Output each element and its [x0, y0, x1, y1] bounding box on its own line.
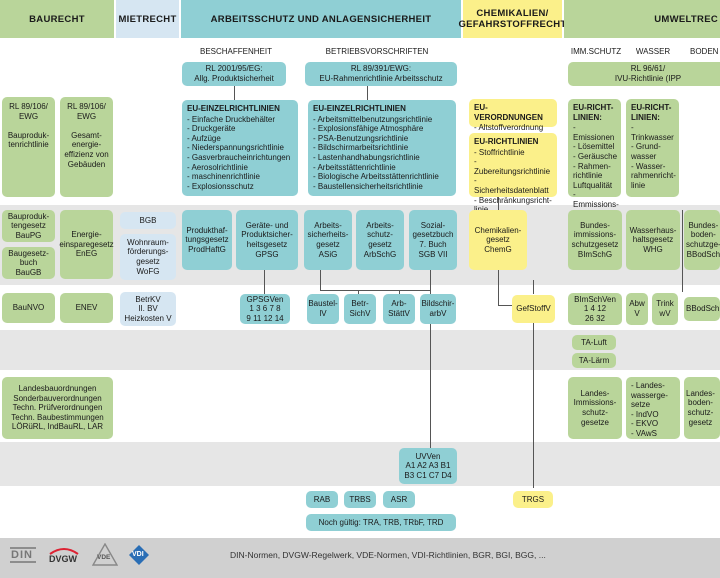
vdi-logo-icon: VDI — [128, 544, 150, 571]
bbodschg-box: Bundes- boden- schutzge- BBodSch — [684, 210, 720, 270]
asig-box: Arbeits- sicherheits- gesetz ASiG — [304, 210, 352, 270]
footer-norms-text: DIN-Normen, DVGW-Regelwerk, VDE-Normen, … — [230, 550, 546, 560]
eu-einzel-title: EU-EINZELRICHTLINIEN — [187, 104, 280, 113]
enev-box: ENEV — [60, 293, 113, 323]
directive-rl9661-box: RL 96/61/ IVU-Richtlinie (IPP — [568, 62, 720, 86]
energieeinsparegesetz-box: Energie- einsparegesetz EnEG — [59, 210, 114, 279]
connector-line — [358, 290, 359, 296]
header-chemikalien: CHEMIKALIEN/ GEFAHRSTOFFRECHT — [458, 0, 566, 38]
eu-richtlinien-chem-box: EU-RICHTLINIEN- Stoffrichtlinie - Zubere… — [469, 133, 557, 214]
bimschg-box: Bundes- immissions- schutzgesetz BImSchG — [568, 210, 622, 270]
baugesetzbuch-box: Baugesetz- buch BauGB — [2, 247, 55, 279]
gpsg-box: Geräte- und Produktsicher- heitsgesetz G… — [236, 210, 298, 270]
header-arbeitsschutz: ARBEITSSCHUTZ UND ANLAGENSICHERHEIT — [181, 0, 461, 38]
eu-verordnungen-box: EU-VERORDNUNGEN- Altstoffverordnung — [469, 99, 557, 132]
connector-line — [234, 86, 235, 100]
eu-richtlinien-items: - Emissionen - Lösemittel - Geräusche - … — [573, 123, 619, 218]
ta-laerm-box: TA-Lärm — [572, 353, 616, 368]
connector-line — [399, 290, 400, 296]
connector-line — [533, 280, 534, 294]
rl-106-energie-box: RL 89/106/ EWG Gesamt- energie- effizien… — [60, 97, 113, 197]
subheader-immschutz: IMM.SCHUTZ — [570, 47, 622, 56]
asr-box: ASR — [383, 491, 415, 508]
landes-boden-box: Landes- boden- schutz- gesetz — [684, 377, 720, 439]
bbodschv-box: BBodSch — [684, 297, 720, 321]
eu-richtlinien-title: EU-RICHTLINIEN — [474, 137, 539, 146]
subheader-wasser: WASSER — [635, 47, 671, 56]
din-logo-text: DIN — [11, 549, 33, 561]
connector-line — [320, 290, 430, 291]
connector-line — [367, 86, 368, 100]
noch-gueltig-box: Noch gültig: TRA, TRB, TRbF, TRD — [306, 514, 456, 531]
subheader-betriebsvorschriften: BETRIEBSVORSCHRIFTEN — [325, 47, 429, 56]
eu-richtlinien-items: - Stoffrichtlinie - Zubereitungsrichtlin… — [474, 147, 552, 215]
trbs-box: TRBS — [344, 491, 376, 508]
connector-line — [264, 270, 265, 294]
eu-richtlinien-title: EU-RICHT- LINIEN: — [573, 103, 614, 122]
gpsgven-box: GPSGVen 1 3 6 7 8 9 11 12 14 — [240, 294, 290, 324]
eu-einzel-items: - Einfache Druckbehälter - Druckgeräte -… — [187, 114, 291, 191]
subheader-boden: BODEN — [690, 47, 719, 56]
band-row-uvv — [0, 442, 720, 486]
arbstattv-box: Arb- StättV — [383, 294, 415, 324]
baunvo-box: BauNVO — [2, 293, 55, 323]
betrkv-box: BetrKV II. BV Heizkosten V — [120, 292, 176, 326]
landesbauordnungen-box: Landesbauordnungen Sonderbauverordnungen… — [2, 377, 113, 439]
dvgw-logo-text: DVGW — [49, 554, 77, 564]
eu-richtlinien-items: - Trinkwasser - Grund- wasser - Wasser- … — [631, 123, 676, 190]
prodhaftg-box: Produkthaf- tungsgesetz ProdHaftG — [182, 210, 232, 270]
footer-bar — [0, 538, 720, 578]
whg-box: Wasserhaus- haltsgesetz WHG — [626, 210, 680, 270]
landes-wasser-box: - Landes- wasserge- setze - IndVO - EKVO… — [626, 377, 680, 439]
gefstoffv-box: GefStoffV — [512, 295, 555, 323]
subheader-beschaffenheit: BESCHAFFENHEIT — [199, 47, 272, 56]
connector-line — [320, 270, 321, 290]
connector-line — [682, 210, 683, 292]
vde-logo-icon: VDE — [91, 542, 119, 572]
ta-luft-box: TA-Luft — [572, 335, 616, 350]
eu-verordnungen-items: - Altstoffverordnung — [474, 123, 544, 133]
landes-immissionsschutz-box: Landes- Immissions- schutz- gesetze — [568, 377, 622, 439]
uvven-box: UVVen A1 A2 A3 B1 B3 C1 C7 D4 — [399, 448, 457, 484]
baustellv-box: Baustel- lV — [307, 294, 339, 324]
vde-logo-text: VDE — [97, 554, 111, 561]
sgb-vii-box: Sozial- gesetzbuch 7. Buch SGB VII — [409, 210, 457, 270]
bimschven-box: BImSchVen 1 4 12 26 32 — [568, 293, 622, 325]
header-mietrecht: MIETRECHT — [116, 0, 179, 38]
chemg-box: Chemikalien- gesetz ChemG — [469, 210, 527, 270]
eu-einzel-title: EU-EINZELRICHTLINIEN — [313, 104, 406, 113]
bauproduktengesetz-box: Bauproduk- tengesetz BauPG — [2, 210, 55, 242]
eu-richtlinien-wasser-box: EU-RICHT- LINIEN:- Trinkwasser - Grund- … — [626, 99, 679, 197]
header-baurecht: BAURECHT — [0, 0, 114, 38]
arbschg-box: Arbeits- schutz- gesetz ArbSchG — [356, 210, 404, 270]
trgs-box: TRGS — [513, 491, 553, 508]
abwv-box: Abw V — [626, 293, 648, 325]
eu-einzelrichtlinien-betrieb-box: EU-EINZELRICHTLINIEN- Arbeitsmittelbenut… — [308, 100, 456, 196]
betrsichv-box: Betr- SichV — [344, 294, 376, 324]
eu-verordnungen-title: EU-VERORDNUNGEN — [474, 103, 543, 122]
rl-106-bauprodukte-box: RL 89/106/ EWG Bauproduk- tenrichtlinie — [2, 97, 55, 197]
rab-box: RAB — [306, 491, 338, 508]
vdi-logo-text: VDI — [132, 551, 144, 558]
directive-rl2001-box: RL 2001/95/EG: Allg. Produktsicherheit — [182, 62, 286, 86]
eu-richtlinien-immschutz-box: EU-RICHT- LINIEN:- Emissionen - Lösemitt… — [568, 99, 621, 219]
bildscharbv-box: Bildschir- arbV — [420, 294, 456, 324]
header-umweltrecht: UMWELTREC — [564, 0, 720, 38]
wofg-box: Wohnraum- förderungs- gesetz WoFG — [120, 234, 176, 280]
trinkwv-box: Trink wV — [652, 293, 678, 325]
bgb-box: BGB — [120, 212, 176, 229]
directive-rl89391-box: RL 89/391/EWG: EU-Rahmenrichtlinie Arbei… — [305, 62, 457, 86]
eu-richtlinien-title: EU-RICHT- LINIEN: — [631, 103, 672, 122]
connector-line — [430, 270, 431, 448]
eu-einzel-items: - Arbeitsmittelbenutzungsrichtlinie - Ex… — [313, 114, 439, 191]
dvgw-logo-icon: DVGW — [48, 544, 80, 568]
connector-line — [533, 316, 534, 488]
din-logo-icon: DIN — [10, 545, 36, 570]
connector-line — [498, 305, 512, 306]
eu-einzelrichtlinien-beschaffenheit-box: EU-EINZELRICHTLINIEN- Einfache Druckbehä… — [182, 100, 298, 196]
